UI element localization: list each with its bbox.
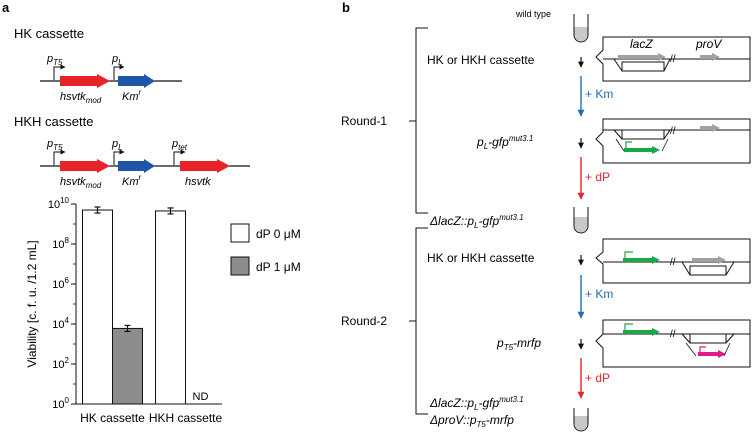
prov-gene xyxy=(700,53,720,61)
chromosome-box-4: // xyxy=(595,319,751,368)
hk-promoter-l: pL xyxy=(111,53,123,67)
round2-label: Round-2 xyxy=(341,314,387,328)
y-tick-label: 100 xyxy=(52,396,69,411)
svg-text://: // xyxy=(670,126,676,137)
bar xyxy=(82,209,113,405)
gfp-gene xyxy=(624,146,660,154)
tube-icon xyxy=(573,207,589,234)
hkh-hsvtk-gene xyxy=(180,159,230,173)
prov-gene xyxy=(700,124,720,132)
chromosome-box-2: // xyxy=(595,118,751,164)
tube-icon xyxy=(573,408,589,432)
strain1-label: ΔlacZ::pL-gfpmut3.1 xyxy=(429,213,524,230)
dp-label-2: + dP xyxy=(585,371,610,385)
hkh-cassette-construct: pT5 pL ptet hsvtkmod Kmr hsvtk xyxy=(40,138,250,190)
svg-text://: // xyxy=(670,257,676,268)
legend-swatch xyxy=(230,223,250,243)
legend-label: dP 0 μM xyxy=(256,227,301,241)
round2-step1-label: HK or HKH cassette xyxy=(427,251,535,265)
hk-kmr-label: Kmr xyxy=(122,88,142,103)
hk-cassette-construct: pT5 pL hsvtkmod Kmr xyxy=(40,53,182,105)
wild-type-label: wild type xyxy=(515,9,551,19)
round1-step1-label: HK or HKH cassette xyxy=(427,53,535,67)
hkh-hsvtk-mod-gene xyxy=(60,159,110,173)
hk-hsvtk-mod-label: hsvtkmod xyxy=(60,91,102,105)
hk-hsvtk-mod-gene xyxy=(60,74,110,88)
lacz-gene xyxy=(618,53,666,61)
y-tick-label: 106 xyxy=(52,276,69,291)
hkh-hsvtk-mod-label: hsvtkmod xyxy=(60,176,102,190)
prov-label: proV xyxy=(695,37,722,51)
km-label-1: + Km xyxy=(585,87,613,101)
hk-cassette-title: HK cassette xyxy=(14,26,84,41)
hk-kmr-gene xyxy=(118,74,155,88)
legend-swatch xyxy=(230,256,250,276)
hkh-promoter-tet: ptet xyxy=(171,138,188,152)
hkh-promoter-l: pL xyxy=(111,138,123,152)
chromosome-box-1: lacZ proV // xyxy=(595,36,751,82)
gfp-gene xyxy=(623,256,660,264)
y-axis-title: Viability [c. f. u. /1.2 mL] xyxy=(25,240,39,367)
round1-label: Round-1 xyxy=(341,114,387,128)
legend-label: dP 1 μM xyxy=(256,260,301,274)
hkh-kmr-gene xyxy=(118,159,155,173)
round2-step2-label: pT5-mrfp xyxy=(496,336,541,352)
strain2-line1: ΔlacZ::pL-gfpmut3.1 xyxy=(429,395,524,412)
bar xyxy=(112,327,143,405)
x-category-label: HK cassette xyxy=(80,411,145,425)
svg-text://: // xyxy=(670,54,676,65)
tube-icon xyxy=(573,14,589,43)
nd-annotation: ND xyxy=(193,391,209,403)
hkh-kmr-label: Kmr xyxy=(122,173,142,188)
x-category-label: HKH cassette xyxy=(149,411,223,425)
dp-label-1: + dP xyxy=(585,170,610,184)
gfp-gene xyxy=(623,328,660,336)
prov-gene xyxy=(692,256,726,264)
panel-a-label: a xyxy=(2,0,10,15)
y-tick-label: 108 xyxy=(52,236,69,251)
bar xyxy=(155,210,186,405)
lacz-label: lacZ xyxy=(630,37,653,51)
hk-promoter-t5: pT5 xyxy=(46,53,63,67)
chromosome-box-3: // xyxy=(595,238,751,284)
km-label-2: + Km xyxy=(585,287,613,301)
panel-b-label: b xyxy=(342,0,350,15)
round1-step2-label: pL-gfpmut3.1 xyxy=(476,134,533,151)
strain2-line2: ΔproV::pT5-mrfp xyxy=(429,413,514,429)
hkh-cassette-title: HKH cassette xyxy=(14,114,93,129)
y-tick-label: 102 xyxy=(52,356,69,371)
y-tick-label: 104 xyxy=(52,316,69,331)
hkh-hsvtk-label: hsvtk xyxy=(185,176,211,188)
hkh-promoter-t5: pT5 xyxy=(46,138,63,152)
mrfp-gene xyxy=(698,350,726,358)
svg-text://: // xyxy=(670,329,676,340)
y-tick-label: 1010 xyxy=(48,196,70,211)
